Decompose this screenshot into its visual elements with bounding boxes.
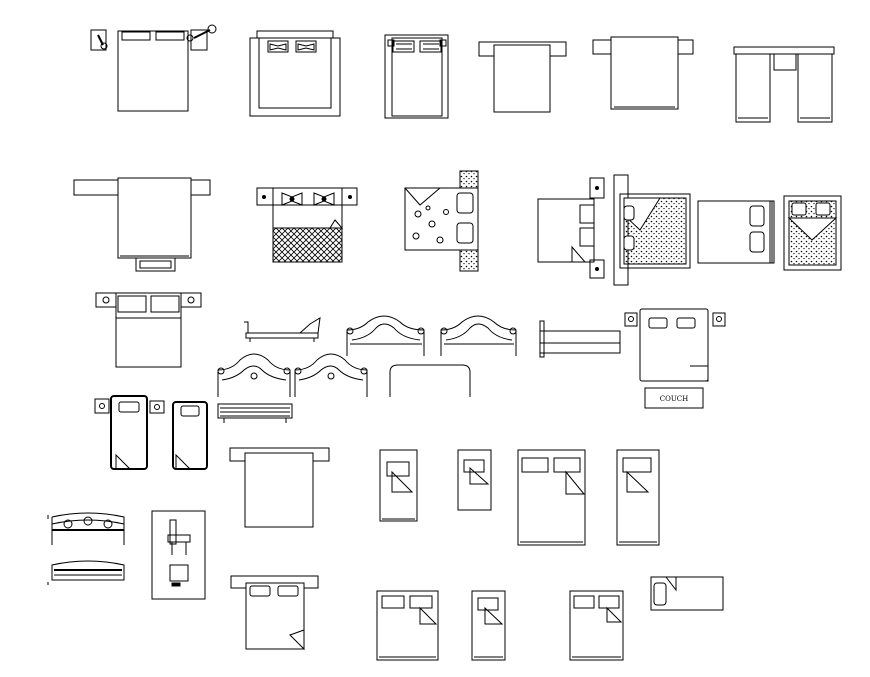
double-bed-with-couch xyxy=(624,308,726,382)
double-bed-sideways-floral xyxy=(404,170,479,272)
twin-beds xyxy=(733,46,835,123)
daybed-side-view xyxy=(244,317,321,342)
ornate-headboard-1 xyxy=(346,315,425,356)
double-bed-bench xyxy=(73,177,211,272)
ornate-headboard-2 xyxy=(440,315,517,356)
bed-side-elevation xyxy=(539,320,621,358)
couch: COUCH xyxy=(644,387,704,409)
ornate-headboard-4 xyxy=(294,353,368,397)
simple-bed-1 xyxy=(478,41,567,113)
double-bed-framed xyxy=(249,30,341,117)
double-bed-with-lamps xyxy=(90,24,217,112)
double-bed-two-pillows xyxy=(517,449,586,546)
floral-pattern xyxy=(412,205,449,244)
bed-dotted-quilt-small xyxy=(783,195,842,271)
bench-slatted xyxy=(217,403,293,423)
single-bed-4 xyxy=(457,449,492,511)
double-bed-bottom-1 xyxy=(376,590,439,661)
single-bed-bottom xyxy=(471,590,506,661)
bed-side-view-with-night-stands xyxy=(537,177,605,279)
single-bed-2 xyxy=(172,401,208,470)
single-bed-3 xyxy=(379,449,418,522)
double-bed-nightstands-row3 xyxy=(95,292,202,368)
double-bed-pillows xyxy=(384,34,449,119)
bed-elevation-ornate xyxy=(47,512,125,545)
chair-panel xyxy=(151,510,206,600)
ornate-headboard-3 xyxy=(217,353,291,397)
simple-bed-2 xyxy=(592,36,694,110)
single-bed-5 xyxy=(616,449,660,546)
double-bed-hatched-quilt xyxy=(256,187,358,263)
bed-elevation-plain xyxy=(47,560,125,585)
single-bed-horizontal xyxy=(650,576,724,611)
single-bed-1 xyxy=(94,395,165,470)
bed-plain-sideways xyxy=(697,200,775,264)
double-bed-folded-corner xyxy=(230,575,319,651)
bed-dotted-quilt-large xyxy=(613,174,691,286)
plain-bed-headboard xyxy=(229,447,330,528)
couch-label: COUCH xyxy=(660,395,688,403)
double-bed-bottom-2 xyxy=(569,590,624,661)
footboard xyxy=(389,364,471,397)
